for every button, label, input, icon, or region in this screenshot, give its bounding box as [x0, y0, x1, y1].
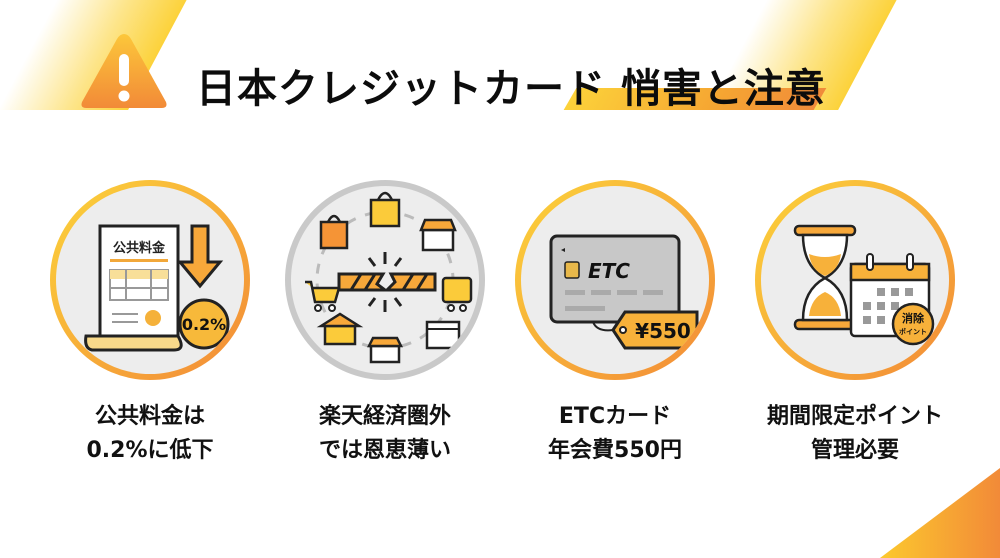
svg-text:公共料金: 公共料金 [113, 240, 166, 256]
etc-card-price-tag-icon: ETC ¥550 [549, 234, 699, 350]
card-caption: 公共料金は 0.2%に低下 [86, 404, 214, 463]
svg-text:消除: 消除 [902, 311, 925, 325]
card-icon-circle: ETC ¥550 [515, 180, 715, 380]
warning-triangle-icon [81, 34, 167, 108]
svg-text:ポイント: ポイント [899, 327, 927, 336]
card-caption: 楽天経済圏外 では恩恵薄い [318, 404, 451, 463]
utility-bill-down-icon: 公共料金 0.2% [84, 224, 230, 352]
broken-shopping-network-icon [305, 191, 473, 364]
card-caption: 期間限定ポイント 管理必要 [766, 404, 943, 463]
card-icon-circle: 公共料金 0.2% [50, 180, 250, 380]
svg-text:0.2%: 0.2% [182, 315, 226, 334]
page-title: 日本クレジットカード 悄害と注意 [196, 66, 826, 112]
decorative-corner [880, 468, 1000, 558]
card-icon-circle [285, 180, 485, 380]
cards-row: 公共料金 0.2% 公共料金は 0.2% [0, 180, 1000, 480]
card-icon-circle: 消除 ポイント [755, 180, 955, 380]
card-caption: ETCカード 年会費550円 [548, 404, 682, 463]
hourglass-calendar-icon: 消除 ポイント [793, 224, 935, 346]
svg-text:¥550: ¥550 [635, 319, 691, 343]
svg-text:ETC: ETC [588, 259, 630, 283]
